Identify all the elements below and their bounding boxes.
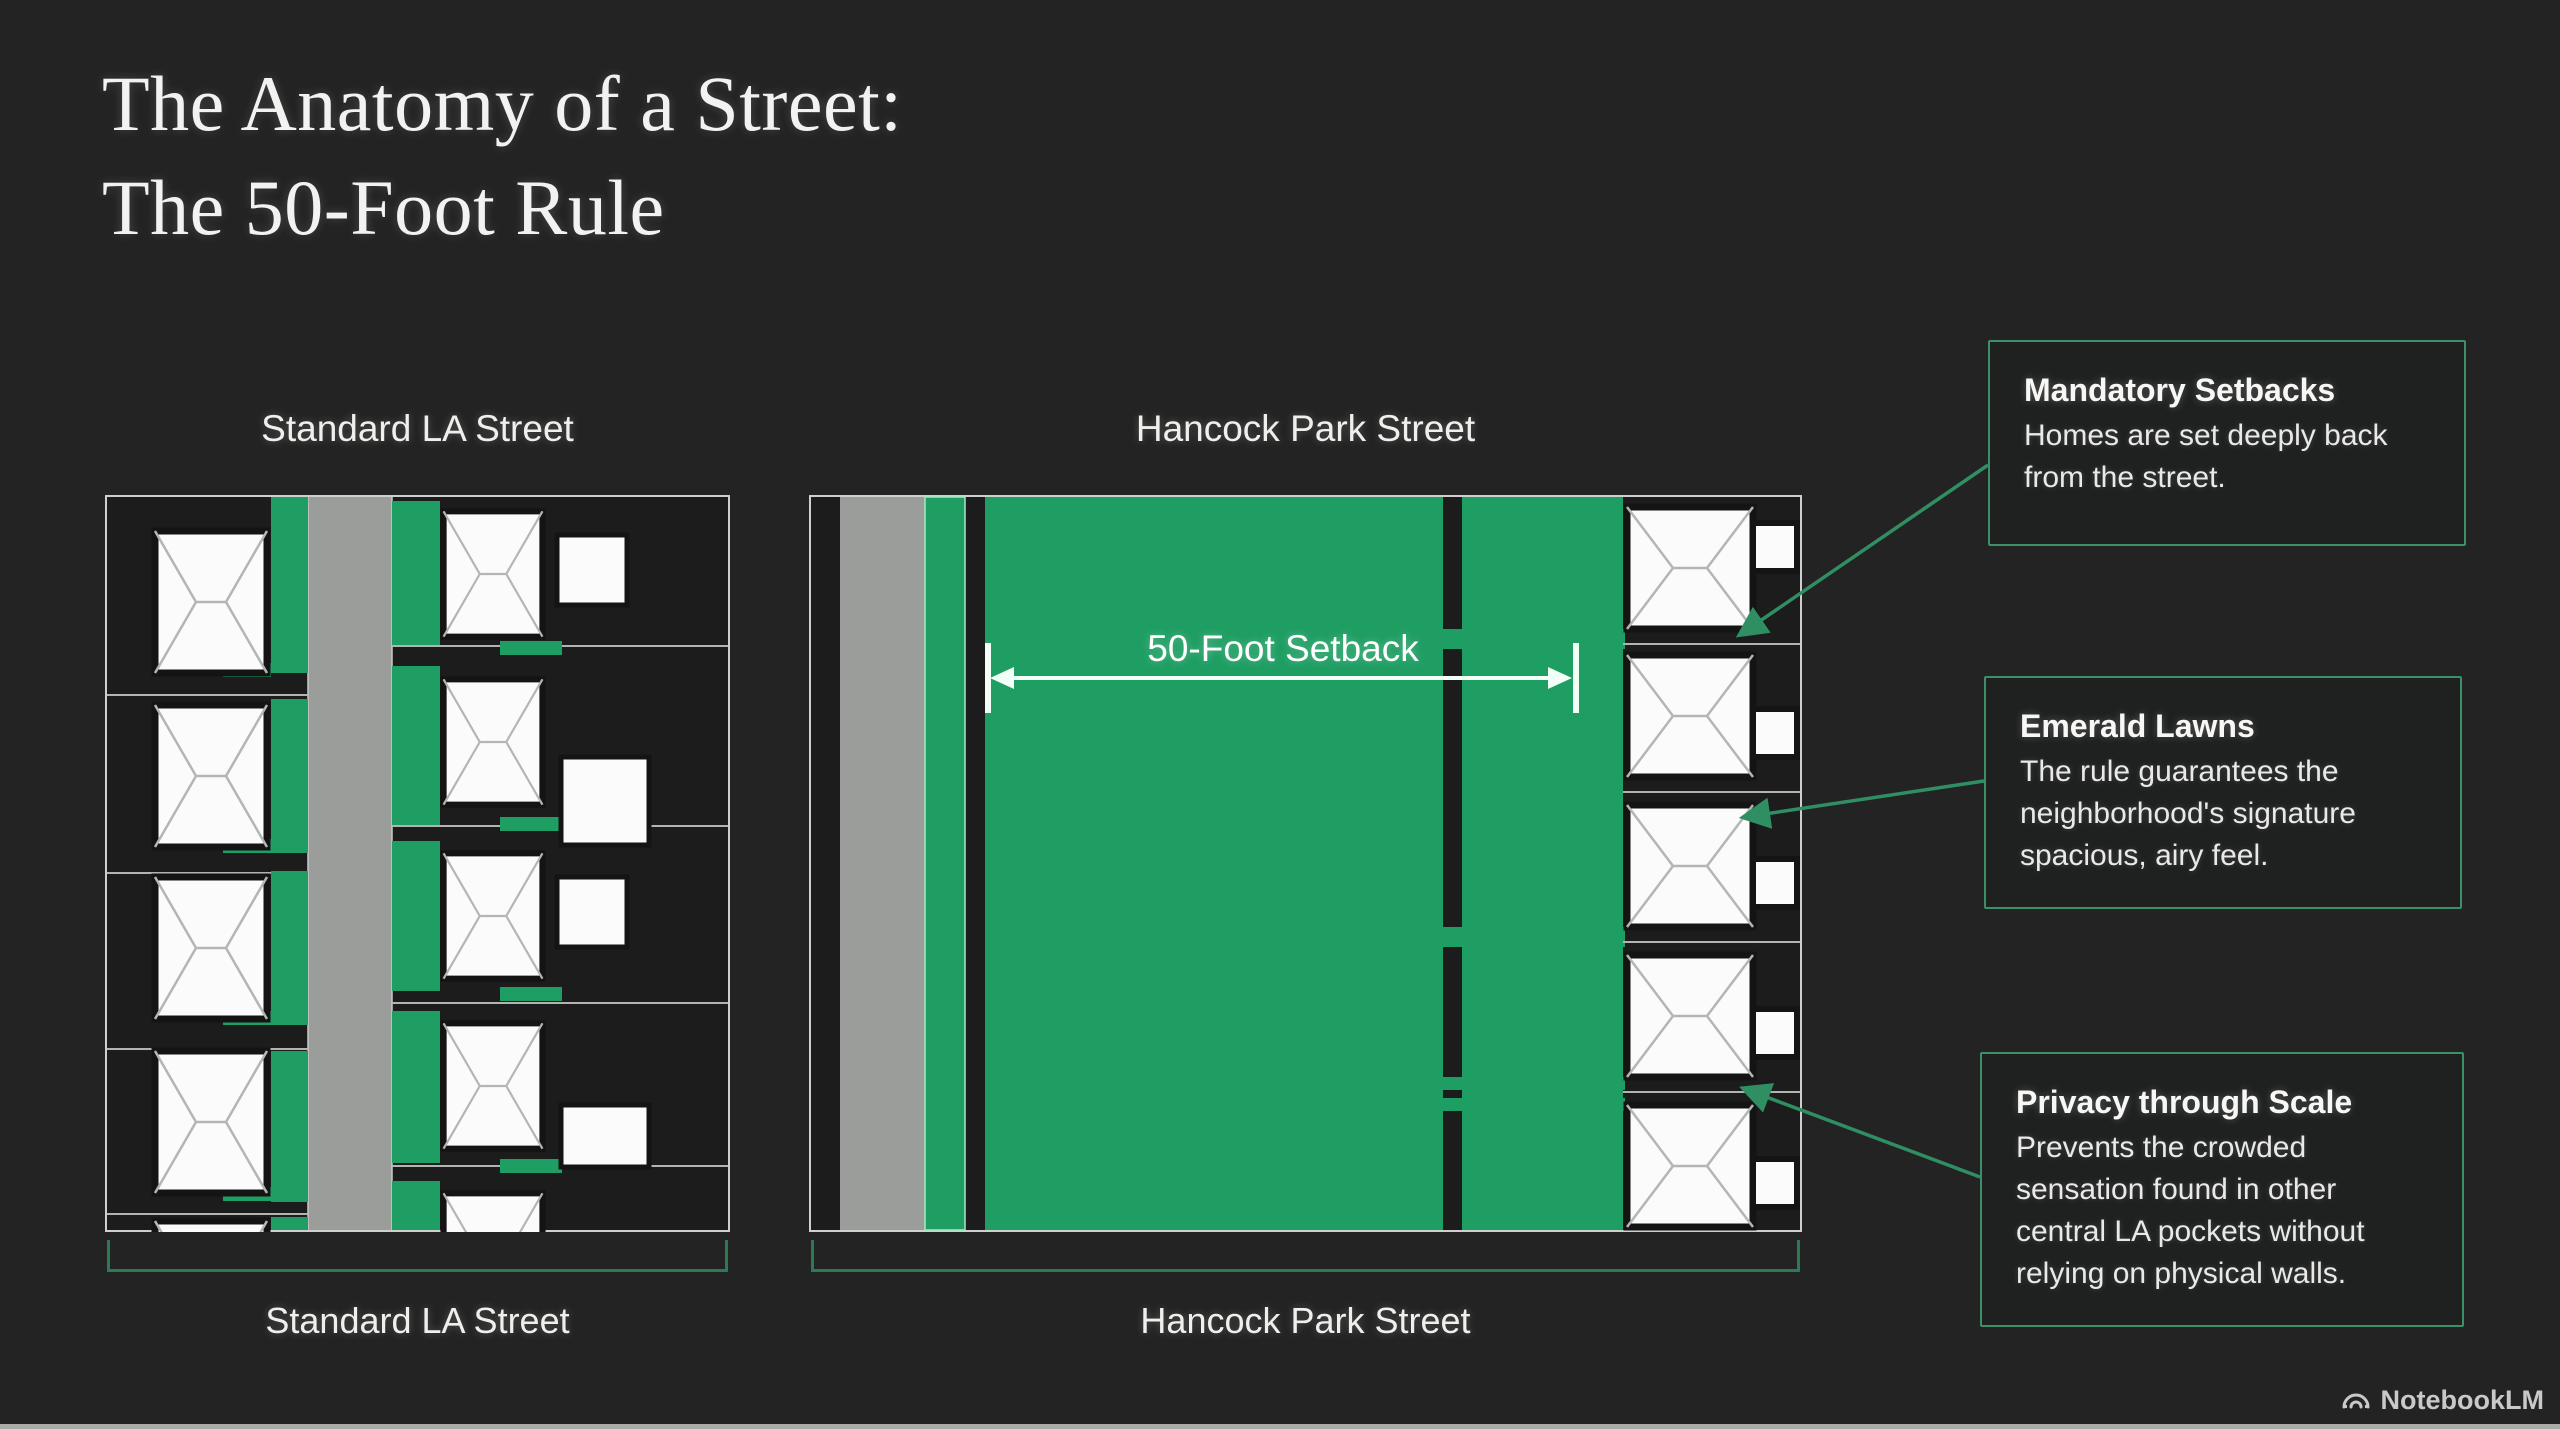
callout-emerald-lawns-body: The rule guarantees the neighborhood's s… bbox=[2020, 755, 2356, 872]
hancock-street-bracket bbox=[811, 1240, 1800, 1272]
standard-la-street-diagram bbox=[105, 495, 730, 1232]
notebooklm-watermark-label: NotebookLM bbox=[2380, 1384, 2544, 1415]
hancock-park-street-diagram bbox=[809, 495, 1802, 1232]
hancock-lawn-connectors bbox=[1369, 591, 1625, 1111]
callout-privacy-through-scale-title: Privacy through Scale bbox=[2016, 1084, 2353, 1120]
callout-privacy-through-scale-body: Prevents the crowded sensation found in … bbox=[2016, 1131, 2365, 1290]
callout-emerald-lawns-title: Emerald Lawns bbox=[2020, 708, 2255, 744]
hancock-parkway-strip bbox=[924, 496, 966, 1231]
hancock-front-lawn bbox=[985, 497, 1443, 1230]
notebooklm-watermark: NotebookLM bbox=[2340, 1384, 2544, 1416]
standard-street-bracket bbox=[107, 1240, 728, 1272]
standard-houses-east bbox=[444, 511, 543, 1232]
hancock-inner-lawn bbox=[1462, 497, 1623, 1230]
page-title-line1: The Anatomy of a Street: bbox=[102, 60, 903, 147]
setback-dimension-arrow bbox=[985, 643, 1579, 713]
standard-street-pavement bbox=[308, 497, 392, 1230]
hancock-street-top-label: Hancock Park Street bbox=[1135, 408, 1476, 449]
callout-emerald-lawns: Emerald Lawns The rule guarantees the ne… bbox=[1984, 676, 2462, 909]
standard-houses-west bbox=[155, 531, 267, 1232]
standard-street-top-label: Standard LA Street bbox=[261, 408, 574, 449]
callout-mandatory-setbacks: Mandatory Setbacks Homes are set deeply … bbox=[1988, 340, 2466, 546]
setback-label: 50-Foot Setback bbox=[1147, 628, 1419, 669]
standard-street-bottom-label: Standard LA Street bbox=[265, 1300, 570, 1341]
page-title: The Anatomy of a Street: The 50-Foot Rul… bbox=[102, 52, 902, 259]
hancock-parcel-lines bbox=[1623, 643, 1800, 1093]
bottom-edge-strip bbox=[0, 1424, 2560, 1429]
callout-privacy-through-scale: Privacy through Scale Prevents the crowd… bbox=[1980, 1052, 2464, 1327]
hancock-street-pavement bbox=[840, 497, 925, 1230]
hancock-houses bbox=[1627, 507, 1753, 1227]
page-title-line2: The 50-Foot Rule bbox=[102, 163, 665, 251]
callout-mandatory-setbacks-body: Homes are set deeply back from the stree… bbox=[2024, 419, 2388, 494]
callout-mandatory-setbacks-title: Mandatory Setbacks bbox=[2024, 372, 2336, 408]
hancock-street-bottom-label: Hancock Park Street bbox=[1140, 1300, 1471, 1341]
notebooklm-logo-icon bbox=[2342, 1393, 2370, 1409]
standard-accessory-buildings bbox=[554, 532, 652, 1170]
